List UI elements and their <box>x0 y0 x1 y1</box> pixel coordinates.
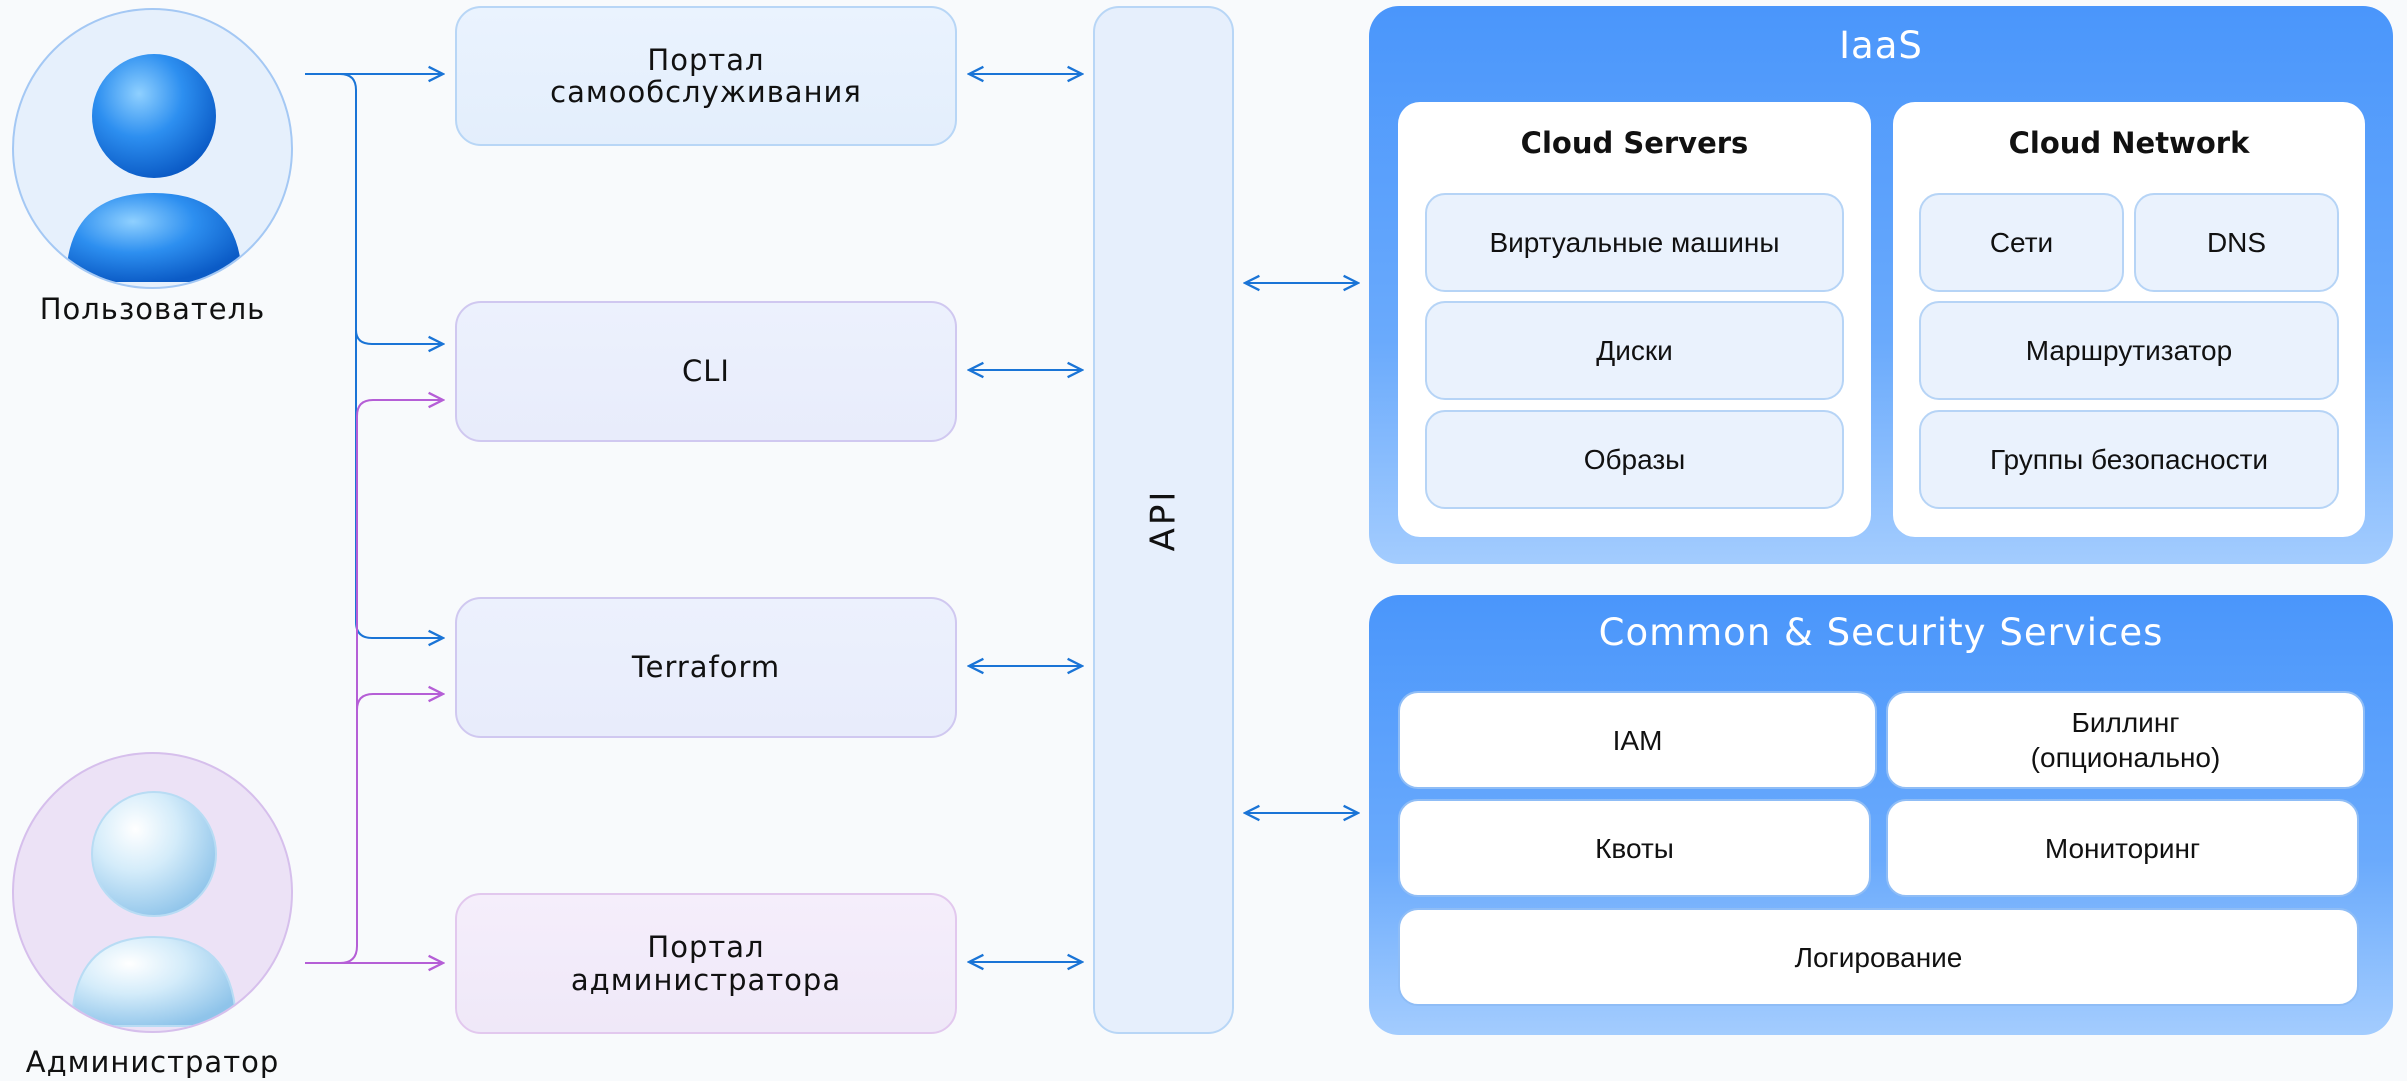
images-item[interactable]: Образы <box>1425 410 1844 509</box>
dns-item[interactable]: DNS <box>2134 193 2339 292</box>
terraform-box[interactable]: Terraform <box>455 597 957 738</box>
self-service-portal-box[interactable]: Портал самообслуживания <box>455 6 957 146</box>
api-label: API <box>1143 488 1184 552</box>
admin-trunk-line <box>305 400 443 964</box>
virtual-machines-item[interactable]: Виртуальные машины <box>1425 193 1844 292</box>
cloud-servers-title: Cloud Servers <box>1520 126 1749 160</box>
common-services-title: Common & Security Services <box>1598 611 2164 654</box>
api-bar: API <box>1093 6 1234 1034</box>
security-groups-item[interactable]: Группы безопасности <box>1919 410 2339 509</box>
admin-person-icon <box>70 791 238 1027</box>
admin-avatar <box>12 752 293 1033</box>
billing-item[interactable]: Биллинг (опционально) <box>1886 691 2365 789</box>
networks-item[interactable]: Сети <box>1919 193 2124 292</box>
user-to-cli-line <box>355 329 443 344</box>
admin-label: Администратор <box>25 1045 280 1079</box>
user-trunk-line <box>305 73 443 638</box>
iam-item[interactable]: IAM <box>1398 691 1877 789</box>
admin-to-terraform-line <box>356 694 443 711</box>
user-avatar <box>12 8 293 289</box>
iaas-title: IaaS <box>1839 24 1923 67</box>
user-label: Пользователь <box>39 292 266 326</box>
admin-portal-box[interactable]: Портал администратора <box>455 893 957 1034</box>
router-item[interactable]: Маршрутизатор <box>1919 301 2339 400</box>
user-person-icon <box>66 54 242 282</box>
quotas-item[interactable]: Квоты <box>1398 799 1871 897</box>
cloud-network-title: Cloud Network <box>2008 126 2250 160</box>
monitoring-item[interactable]: Мониторинг <box>1886 799 2359 897</box>
disks-item[interactable]: Диски <box>1425 301 1844 400</box>
logging-item[interactable]: Логирование <box>1398 908 2359 1006</box>
cli-box[interactable]: CLI <box>455 301 957 442</box>
